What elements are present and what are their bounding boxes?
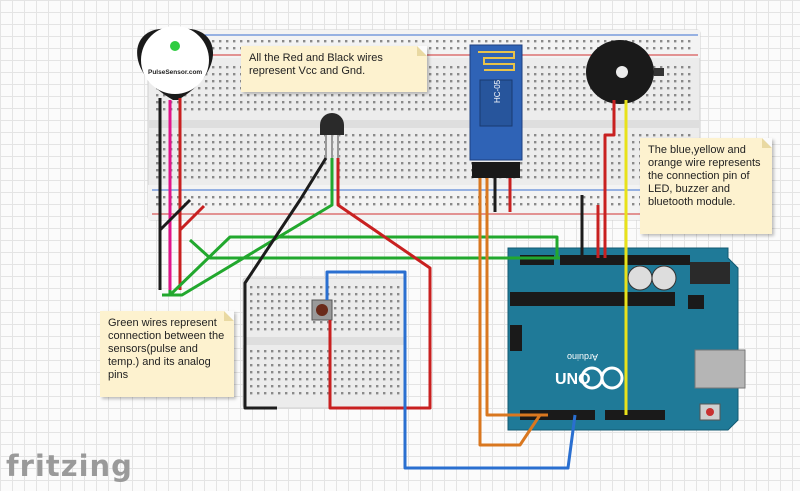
temperature-sensor [320,113,344,158]
buzzer [586,40,664,104]
wire-green-temp-signal [162,158,334,297]
note-analog-pins: Green wires represent connection between… [100,311,234,397]
note-vcc-gnd: All the Red and Black wires represent Vc… [241,46,427,92]
push-button [311,299,333,321]
wire-green-a1 [188,238,560,260]
pulse-sensor-label: PulseSensor.com [148,69,202,76]
bluetooth-label: HC-05 [493,79,502,103]
wire-black-temp [243,157,328,410]
arduino-model-label: UNO [555,371,591,388]
arduino-brand-label: Arduino [567,352,598,362]
wire-red-buzzer [603,100,616,258]
pulse-sensor: PulseSensor.com [137,26,214,100]
note-output-pins: The blue,yellow and orange wire represen… [640,138,772,234]
small-breadboard [242,277,407,409]
wire-green-pulse-signal [168,235,559,297]
wire-red-temp [328,158,432,410]
fritzing-logo: fritzing [6,449,133,483]
wire-blue-button [325,270,577,470]
wires [158,98,628,470]
wire-red-jumper [178,204,206,232]
wire-black-jumper [158,198,192,232]
bluetooth-module: HC-05 [469,44,523,178]
wire-orange-bt-rx [478,178,542,447]
wire-orange-bt-tx [485,178,548,417]
